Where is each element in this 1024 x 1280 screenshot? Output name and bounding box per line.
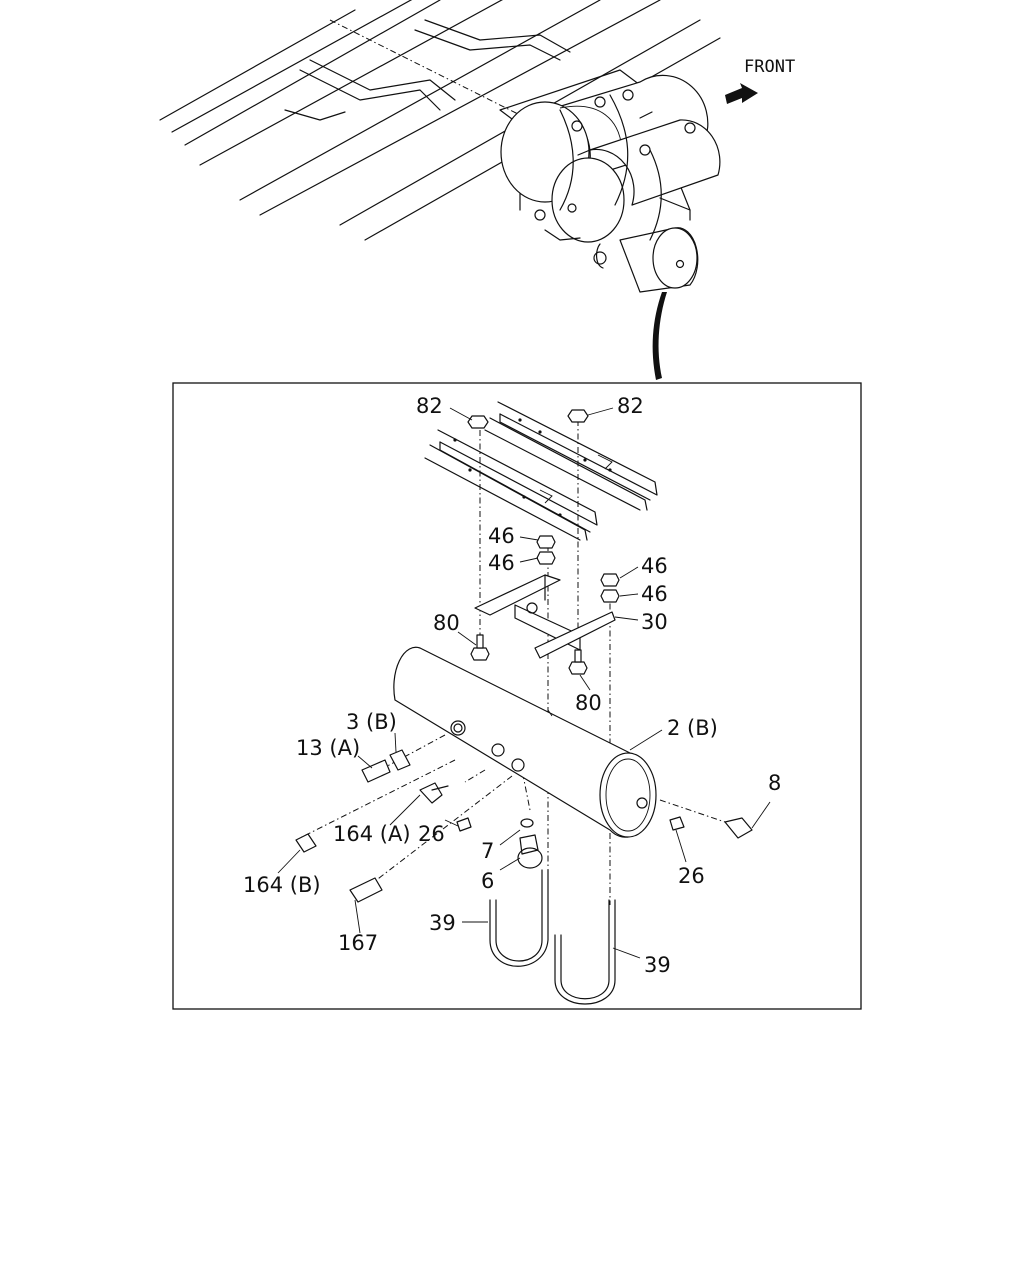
callout-164b: 164 (B) bbox=[243, 873, 321, 897]
callout-46-lower: 46 bbox=[488, 551, 515, 575]
callout-39-left: 39 bbox=[429, 911, 456, 935]
frame-rails-detail bbox=[424, 401, 658, 541]
fastener-nuts-46-right bbox=[600, 573, 620, 603]
callout-13a: 13 (A) bbox=[296, 736, 360, 760]
detail-frame bbox=[172, 382, 862, 1010]
callout-26-left: 26 bbox=[418, 822, 445, 846]
callout-46-right-upper: 46 bbox=[641, 554, 668, 578]
u-bolt-39-right bbox=[554, 899, 616, 1005]
callout-leaders bbox=[277, 407, 771, 959]
callout-26-right: 26 bbox=[678, 864, 705, 888]
air-tank-2b bbox=[393, 646, 657, 838]
fitting-26-left bbox=[456, 817, 472, 832]
fitting-167 bbox=[349, 877, 383, 903]
fastener-nut-82-right bbox=[567, 409, 589, 423]
chassis-frame-overview bbox=[159, 0, 721, 241]
front-arrow-icon bbox=[725, 83, 758, 104]
fastener-bolt-80-right bbox=[568, 649, 588, 675]
callout-3b: 3 (B) bbox=[346, 710, 397, 734]
tank-bracket bbox=[474, 574, 616, 659]
fitting-164a bbox=[419, 782, 449, 804]
callout-82-right: 82 bbox=[617, 394, 644, 418]
callout-46-right-lower: 46 bbox=[641, 582, 668, 606]
u-bolt-39-left bbox=[489, 869, 549, 967]
callout-164a: 164 (A) bbox=[333, 822, 411, 846]
callout-2b: 2 (B) bbox=[667, 716, 718, 740]
fitting-3b bbox=[389, 749, 411, 771]
callout-39-right: 39 bbox=[644, 953, 671, 977]
fitting-13a bbox=[361, 759, 391, 783]
fitting-164b bbox=[295, 833, 317, 853]
callout-82-left: 82 bbox=[416, 394, 443, 418]
tank-cluster-overview bbox=[499, 69, 721, 293]
callout-7: 7 bbox=[481, 839, 494, 863]
drain-valve-6 bbox=[517, 834, 543, 869]
callout-30: 30 bbox=[641, 610, 668, 634]
callout-6: 6 bbox=[481, 869, 494, 893]
detail-pointer-arrow bbox=[652, 292, 667, 380]
callout-167: 167 bbox=[338, 931, 378, 955]
front-direction-indicator: FRONT bbox=[725, 57, 795, 104]
callout-46-upper: 46 bbox=[488, 524, 515, 548]
o-ring-7 bbox=[520, 818, 534, 828]
fastener-nut-82-left bbox=[467, 415, 489, 429]
fitting-26-right bbox=[669, 816, 685, 831]
callout-80-right: 80 bbox=[575, 691, 602, 715]
callout-80-left: 80 bbox=[433, 611, 460, 635]
front-label: FRONT bbox=[744, 57, 795, 77]
callout-labels: 82 82 46 46 46 46 30 80 80 2 (B) 3 (B) 1… bbox=[243, 394, 781, 977]
fastener-bolt-80-left bbox=[470, 634, 490, 661]
fitting-8 bbox=[724, 817, 753, 839]
fastener-nuts-46-center bbox=[536, 535, 556, 565]
callout-8: 8 bbox=[768, 771, 781, 795]
